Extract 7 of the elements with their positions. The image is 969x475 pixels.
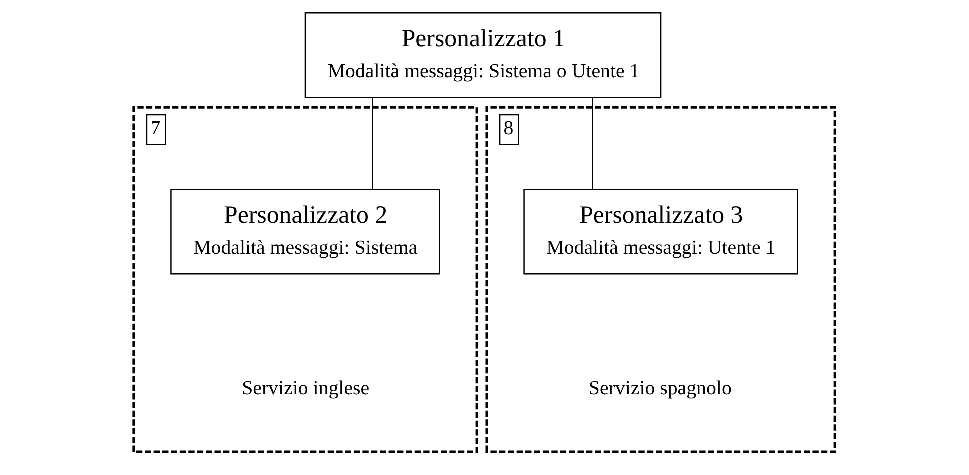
node-box: Personalizzato 2 Modalità messaggi: Sistema bbox=[170, 189, 440, 275]
node-text: Servizio inglese bbox=[242, 378, 370, 400]
connector bbox=[372, 98, 374, 190]
node-box: Personalizzato 3 Modalità messaggi: Utente 1 bbox=[524, 189, 798, 275]
node-text: Servizio spagnolo bbox=[588, 378, 732, 400]
node-box: Personalizzato 1 Modalità messaggi: Sistema o Utente 1 bbox=[304, 12, 662, 98]
connector bbox=[592, 98, 594, 190]
